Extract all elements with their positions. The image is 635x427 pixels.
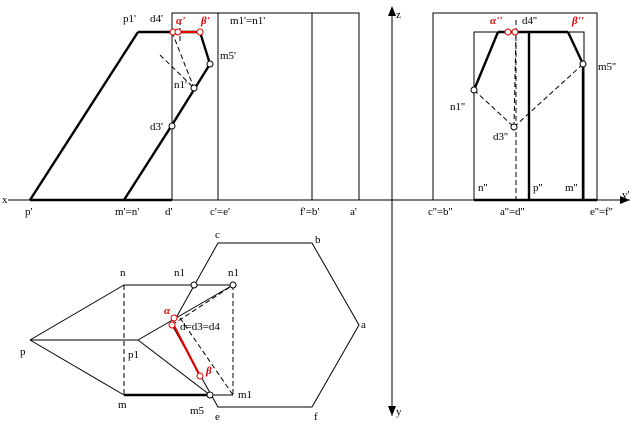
label-d-front: d'	[165, 206, 173, 218]
edge-p-n-top	[29, 284, 125, 341]
label-c-e-front: c'=e'	[210, 206, 230, 218]
point-m5-front	[206, 60, 214, 68]
point-beta-top	[196, 372, 204, 380]
point-d-top	[168, 321, 176, 329]
point-beta-front	[196, 28, 204, 36]
label-a-top: a	[361, 319, 366, 331]
prism-front-outline	[171, 12, 360, 201]
label-a-d-side: a''=d''	[500, 206, 525, 218]
label-axis-z: z	[396, 9, 401, 21]
label-e-top: e	[215, 411, 220, 422]
point-m5-side	[579, 60, 587, 68]
label-beta-side: β''	[571, 15, 584, 27]
label-axis-y-bottom: y	[396, 406, 402, 418]
edge-d3-m5-front	[170, 63, 212, 126]
point-alpha-side	[504, 28, 512, 36]
section-alpha-beta-top	[171, 321, 201, 377]
label-a-front: a'	[350, 206, 357, 218]
label-m1-n1-front: m1'=n1'	[230, 15, 265, 27]
label-d3-side: d3''	[493, 131, 508, 143]
edge-p1-m1-top	[137, 339, 211, 396]
hidden-d-n1-top	[171, 284, 234, 326]
label-f-top: f	[314, 411, 318, 422]
point-n1-top	[190, 281, 198, 289]
point-alpha-top	[170, 314, 178, 322]
label-p-top: p	[20, 346, 26, 358]
label-c-top: c	[215, 229, 220, 241]
point-n1b-top	[229, 281, 237, 289]
point-d4-side	[511, 28, 519, 36]
z-axis-arrow	[388, 6, 396, 16]
label-p1-front: p1'	[123, 13, 136, 25]
y-axis-arrow	[388, 406, 396, 416]
label-c-b-side: c''=b''	[428, 206, 453, 218]
edge-p-m-top	[29, 339, 125, 396]
label-n1b-top: n1	[228, 267, 239, 279]
label-n-side: n''	[478, 182, 487, 194]
label-m1-top: m1	[238, 389, 252, 401]
point-d4-front	[174, 28, 182, 36]
label-m5-top: m5	[190, 405, 205, 417]
label-beta-front: β'	[200, 15, 210, 27]
label-m-top: m	[118, 399, 127, 411]
label-d4-front: d4'	[150, 13, 163, 25]
label-p1-top: p1	[128, 349, 139, 361]
label-n1-side: n1''	[450, 101, 465, 113]
point-d3-side	[510, 123, 518, 131]
hidden-d3-m5-side	[513, 63, 584, 128]
edge-beta-m5-side	[566, 31, 585, 65]
edge-p1-n1-top	[137, 284, 234, 341]
label-m-n-front: m'=n'	[115, 206, 139, 218]
edge-beta-m5-front	[198, 31, 212, 65]
x-axis-arrow	[620, 196, 630, 204]
edge-p-p1-front	[28, 31, 140, 201]
label-e-f-side: e''=f''	[590, 206, 613, 218]
label-m-side: m''	[565, 182, 578, 194]
top-view: c b n n1 n1 p p1 α d=d3=d4 a β m m5 e m1…	[20, 229, 366, 423]
label-d4-side: d4''	[522, 15, 537, 27]
label-d-top: d=d3=d4	[180, 321, 220, 333]
label-alpha-top: α	[164, 305, 171, 317]
label-p-front: p'	[25, 206, 33, 218]
label-n-top: n	[120, 267, 126, 279]
front-view: p1' d4' α' β' m1'=n1' m5' n1' d3' p' m'=…	[25, 12, 360, 218]
edge-n1-alpha-side	[472, 31, 500, 91]
hidden-n1-d3-side	[473, 89, 515, 128]
label-alpha-front: α'	[176, 15, 185, 27]
point-d3-front	[168, 122, 176, 130]
label-m5-side: m5''	[598, 61, 616, 73]
hidden-edge-alpha-n1-front	[171, 31, 195, 89]
label-m5-front: m5'	[220, 50, 236, 62]
label-n1-front: n1'	[174, 79, 187, 91]
point-n1-front	[190, 84, 198, 92]
label-d3-front: d3'	[150, 121, 163, 133]
side-view: α'' d4'' β'' m5'' n1'' d3'' n'' p'' m'' …	[428, 12, 616, 218]
label-p-side: p''	[533, 182, 542, 194]
label-alpha-side: α''	[490, 15, 502, 27]
label-axis-x: x	[2, 194, 8, 206]
label-f-b-front: f'=b'	[300, 206, 319, 218]
edge-m-d3-front	[122, 124, 174, 201]
label-b-top: b	[315, 234, 321, 246]
point-m5-top	[206, 391, 214, 399]
label-n1-top: n1	[174, 267, 185, 279]
point-n1-side	[470, 86, 478, 94]
label-beta-top: β	[205, 365, 212, 377]
label-axis-y-right: y'	[622, 189, 630, 201]
